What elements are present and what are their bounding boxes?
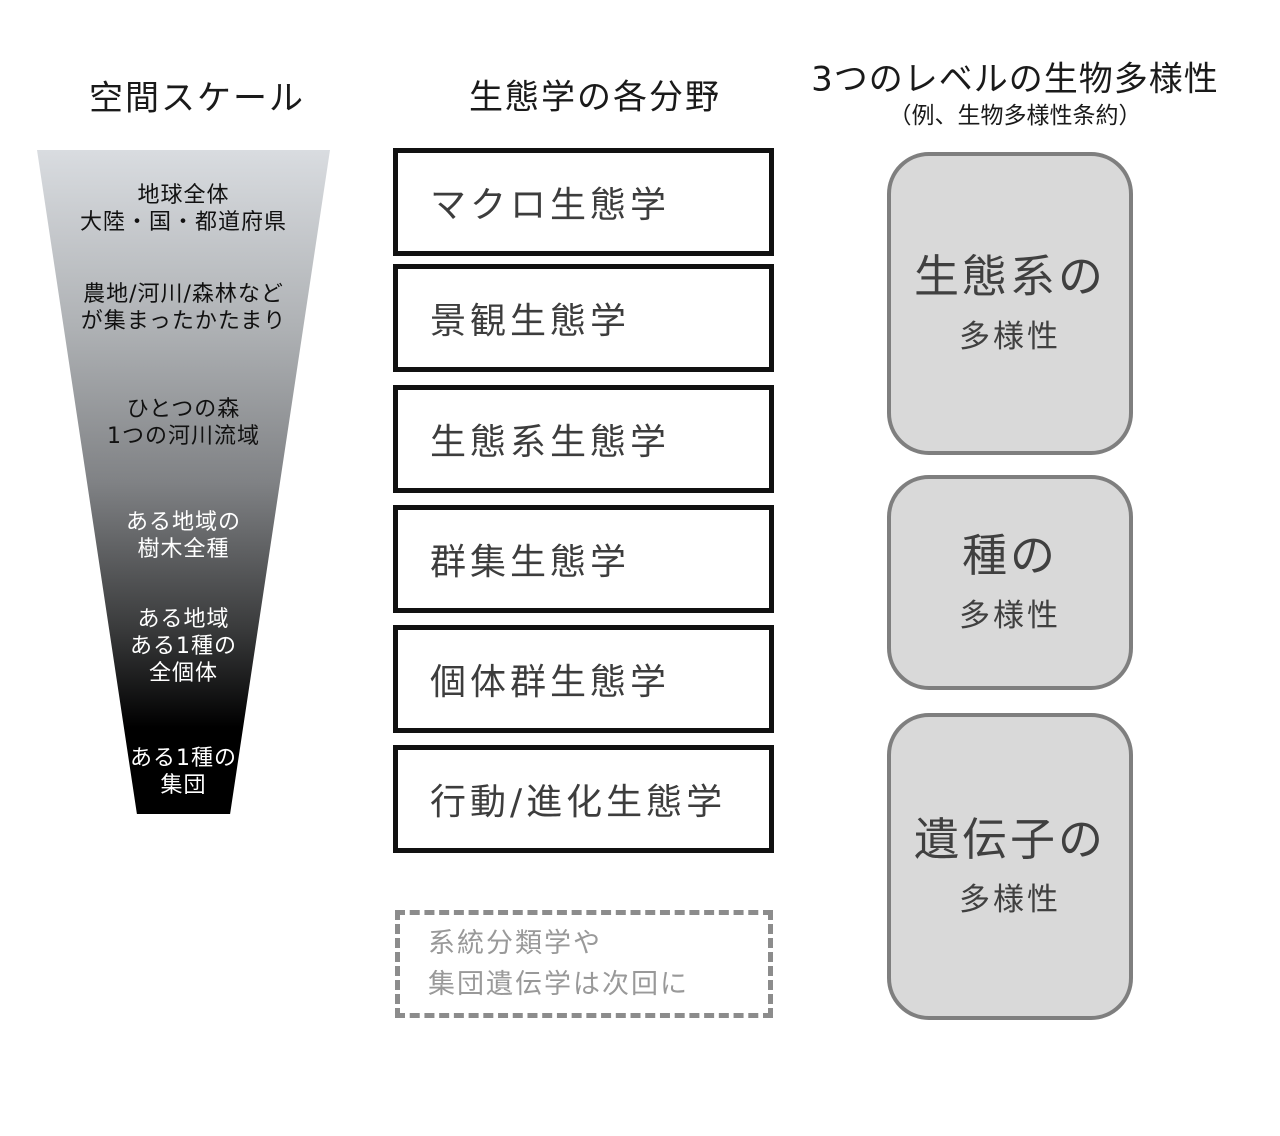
spatial-scale-title: 空間スケール bbox=[89, 78, 305, 119]
field-box-ecosystem-ecology: 生態系生態学 bbox=[393, 385, 774, 493]
field-box-population-ecology: 個体群生態学 bbox=[393, 625, 774, 733]
funnel-level-population: ある地域 ある1種の 全個体 bbox=[130, 607, 237, 686]
ecology-fields-title: 生態学の各分野 bbox=[469, 77, 721, 118]
funnel-level-global: 地球全体 大陸・国・都道府県 bbox=[79, 183, 287, 235]
field-box-community-ecology: 群集生態学 bbox=[393, 505, 774, 613]
biodiversity-box-gene: 遺伝子の 多様性 bbox=[887, 713, 1133, 1020]
field-box-behavioral-evolutionary-ecology: 行動/進化生態学 bbox=[393, 745, 774, 853]
biodiversity-box-ecosystem: 生態系の 多様性 bbox=[887, 152, 1133, 455]
funnel-level-landscape: 農地/河川/森林など が集まったかたまり bbox=[80, 282, 287, 334]
spatial-scale-funnel: 地球全体 大陸・国・都道府県 農地/河川/森林など が集まったかたまり ひとつの… bbox=[37, 150, 330, 814]
field-box-macro-ecology: マクロ生態学 bbox=[393, 148, 774, 256]
funnel-level-community: ある地域の 樹木全種 bbox=[125, 510, 241, 562]
funnel-level-group: ある1種の 集団 bbox=[130, 746, 237, 798]
funnel-level-ecosystem: ひとつの森 1つの河川流域 bbox=[107, 397, 260, 449]
biodiversity-title: 3つのレベルの生物多様性 bbox=[811, 59, 1219, 100]
field-box-landscape-ecology: 景観生態学 bbox=[393, 264, 774, 372]
biodiversity-subtitle: （例、生物多様性条約） bbox=[888, 103, 1142, 129]
biodiversity-box-species: 種の 多様性 bbox=[887, 475, 1133, 690]
future-topics-note: 系統分類学や 集団遺伝学は次回に bbox=[395, 910, 773, 1018]
